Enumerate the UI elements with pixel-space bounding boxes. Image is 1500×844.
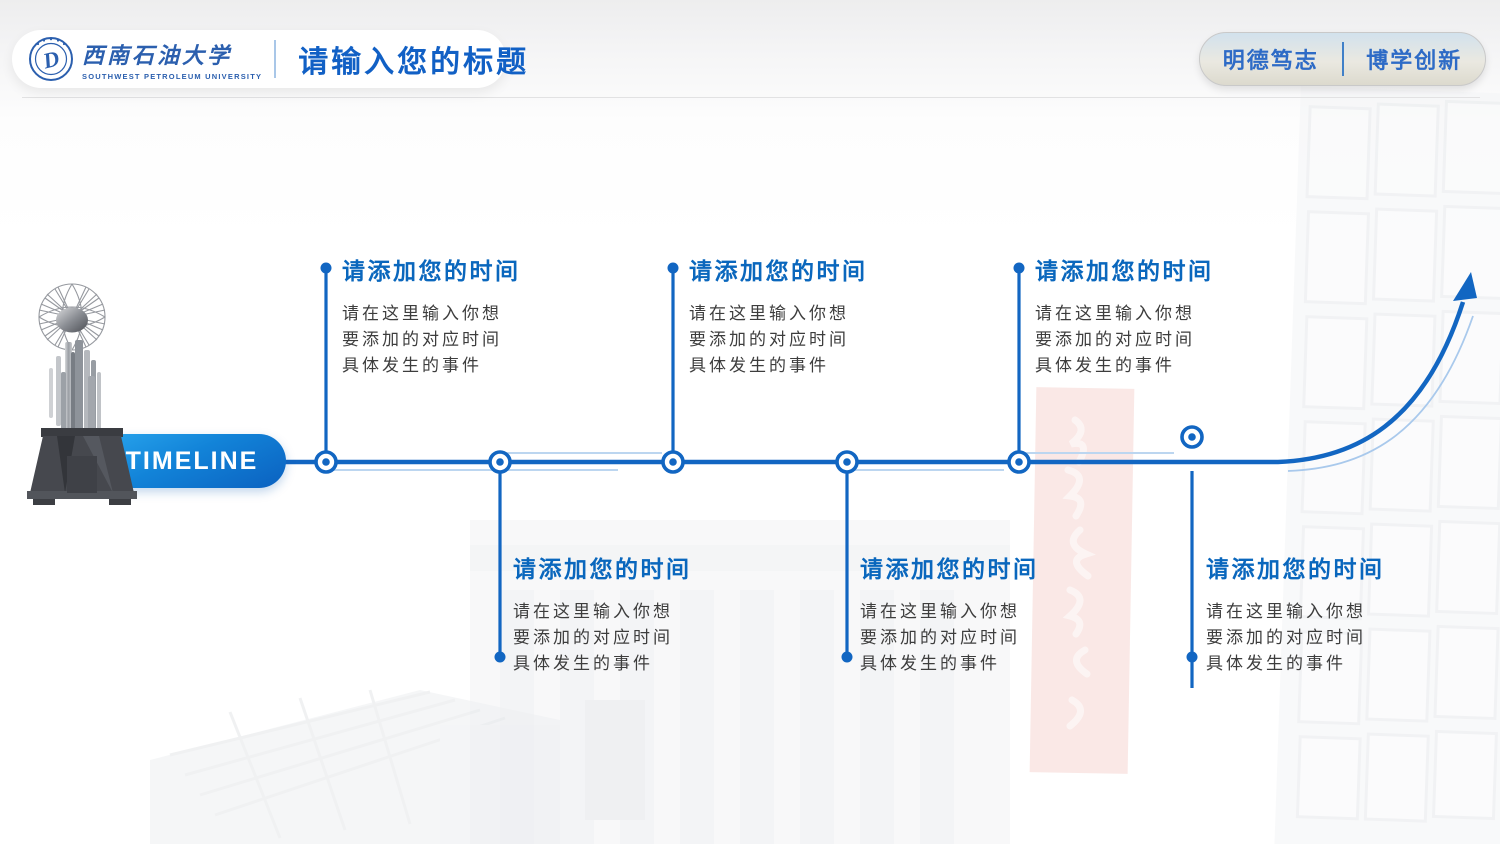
timeline-item-body: 请在这里输入你想 要添加的对应时间 具体发生的事件 (1206, 602, 1366, 673)
timeline-echo-lines (332, 452, 1174, 471)
header-divider (274, 40, 277, 78)
sculpture-illustration (27, 283, 137, 505)
timeline-item-heading: 请添加您的时间 (689, 258, 868, 284)
timeline-item-heading: 请添加您的时间 (1035, 258, 1214, 284)
timeline-top-connectors (324, 271, 1021, 451)
slide-title-placeholder: 请输入您的标题 (298, 46, 530, 79)
motto-left: 明德笃志 (1222, 48, 1319, 73)
timeline-item-body: 请在这里输入你想 要添加的对应时间 具体发生的事件 (513, 602, 673, 673)
timeline-item-3: 请添加您的时间 请在这里输入你想 要添加的对应时间 具体发生的事件 (689, 252, 909, 379)
timeline-item-heading: 请添加您的时间 (860, 556, 1039, 582)
svg-text:D: D (39, 45, 62, 73)
timeline-item-6: 请添加您的时间 请在这里输入你想 要添加的对应时间 具体发生的事件 (1206, 550, 1426, 677)
timeline-item-heading: 请添加您的时间 (342, 258, 521, 284)
timeline-label: TIMELINE (125, 446, 259, 475)
timeline-item-body: 请在这里输入你想 要添加的对应时间 具体发生的事件 (1035, 304, 1195, 375)
header-brand-bar: D 西南石油大学 SOUTHWEST PETROLEUM UNIVERSITY … (12, 30, 526, 88)
timeline-item-2: 请添加您的时间 请在这里输入你想 要添加的对应时间 具体发生的事件 (513, 550, 733, 677)
arrow-echo-curve (1287, 315, 1474, 472)
timeline-nodes (314, 425, 1204, 474)
university-logo-icon: D (29, 37, 73, 81)
timeline-item-body: 请在这里输入你想 要添加的对应时间 具体发生的事件 (342, 304, 502, 375)
timeline-label-pill: TIMELINE (98, 434, 286, 488)
timeline-item-heading: 请添加您的时间 (1206, 556, 1385, 582)
motto-right: 博学创新 (1366, 48, 1463, 73)
timeline-item-1: 请添加您的时间 请在这里输入你想 要添加的对应时间 具体发生的事件 (342, 252, 562, 379)
timeline-item-4: 请添加您的时间 请在这里输入你想 要添加的对应时间 具体发生的事件 (860, 550, 1080, 677)
timeline-item-body: 请在这里输入你想 要添加的对应时间 具体发生的事件 (689, 304, 849, 375)
header-rule (22, 97, 1480, 98)
timeline-floating-node (1180, 425, 1204, 449)
sculpture-dome (56, 307, 88, 333)
timeline-item-5: 请添加您的时间 请在这里输入你想 要添加的对应时间 具体发生的事件 (1035, 252, 1255, 379)
timeline-item-heading: 请添加您的时间 (513, 556, 692, 582)
university-logo: D 西南石油大学 SOUTHWEST PETROLEUM UNIVERSITY (28, 36, 262, 82)
university-name-cn: 西南石油大学 (82, 42, 233, 68)
university-name-en: SOUTHWEST PETROLEUM UNIVERSITY (82, 71, 263, 81)
arrow-icon (1453, 272, 1477, 301)
timeline-item-body: 请在这里输入你想 要添加的对应时间 具体发生的事件 (860, 602, 1020, 673)
sculpture-pipes (49, 340, 101, 448)
sculpture-base (27, 428, 137, 505)
motto-pill: 明德笃志 博学创新 (1199, 32, 1486, 86)
motto-divider (1341, 42, 1344, 76)
